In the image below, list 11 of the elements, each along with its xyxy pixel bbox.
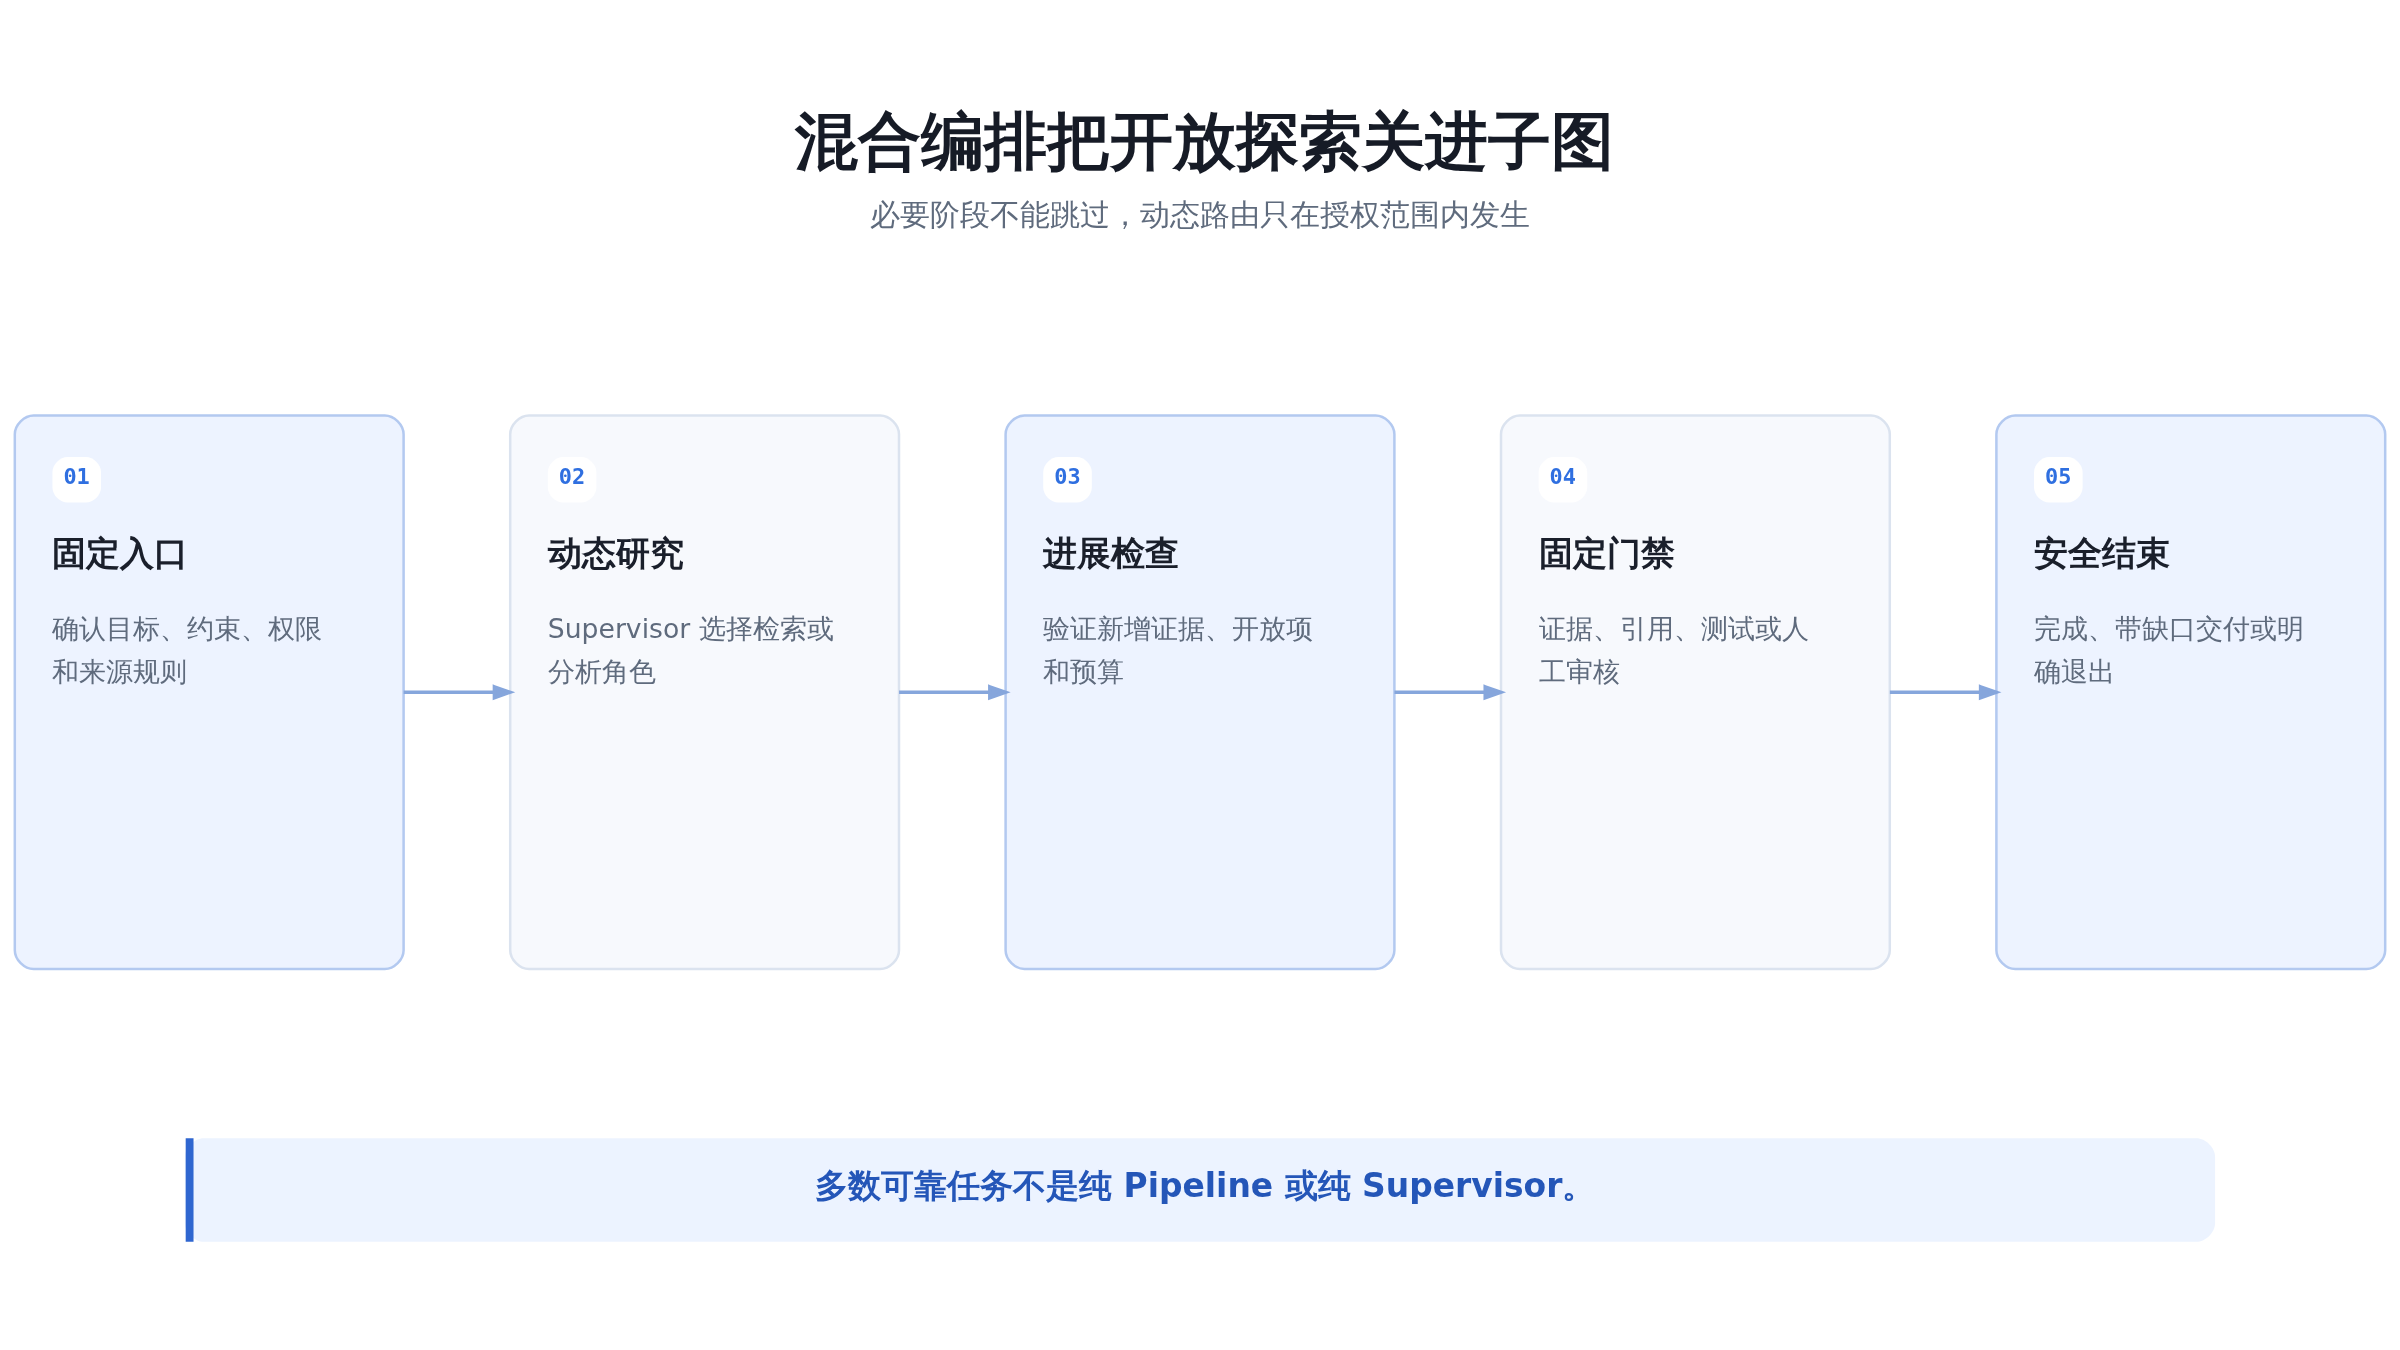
arrow	[899, 684, 1011, 701]
node-box: 03 进展检查 验证新增证据、开放项和预算	[1004, 414, 1396, 971]
label: 必要阶段不能跳过，动态路由只在授权范围内发生	[870, 197, 1530, 233]
arrow	[403, 684, 516, 701]
node-box: 01 固定入口 确认目标、约束、权限和来源规则	[13, 414, 405, 971]
node-box: 05 安全结束 完成、带缺口交付或明确退出	[1995, 414, 2387, 971]
node-box: 04 固定门禁 证据、引用、测试或人工审核	[1499, 414, 1892, 971]
node-box: 02 动态研究 Supervisor 选择检索或分析角色	[508, 414, 901, 971]
arrow	[1889, 684, 2002, 701]
diagram-title: 混合编排把开放探索关进子图	[794, 105, 1614, 179]
arrow	[1394, 684, 1507, 701]
